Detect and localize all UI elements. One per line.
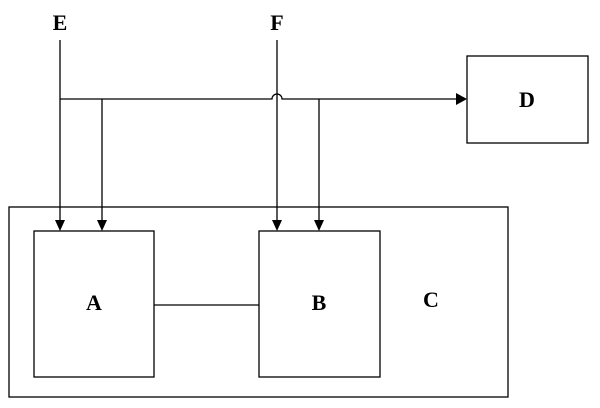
arrowhead-bus-to-b [314,220,324,231]
arrowhead-bus-to-a [97,220,107,231]
block-b [258,230,381,378]
label-d: D [519,87,535,112]
label-e: E [53,10,68,35]
label-a: A [86,290,102,315]
block-d [466,55,589,144]
label-b: B [312,290,327,315]
label-f: F [270,10,283,35]
arrowhead-f-to-b [272,220,282,231]
label-c: C [423,287,439,312]
block-a [33,230,155,378]
arrowhead-to-d [456,93,467,105]
bus-to-d [60,93,456,100]
arrowhead-e-to-a [55,220,65,231]
